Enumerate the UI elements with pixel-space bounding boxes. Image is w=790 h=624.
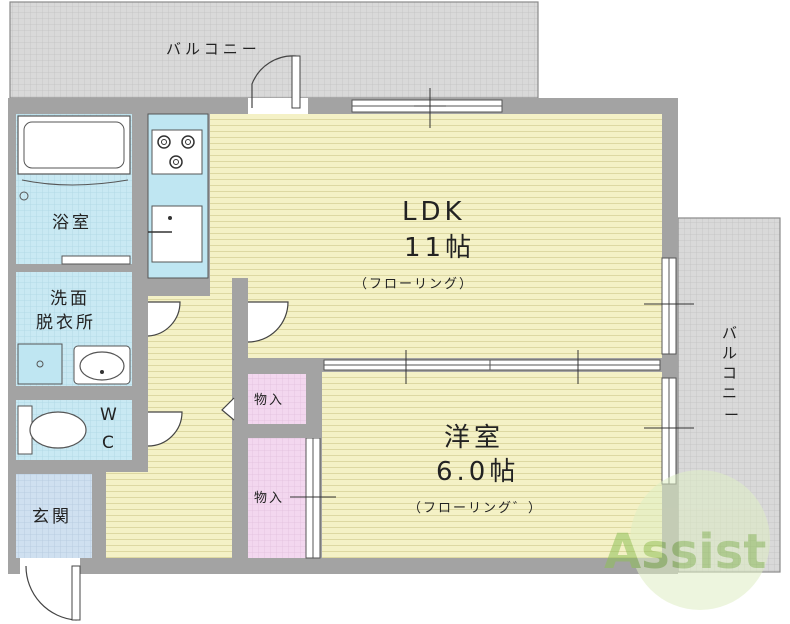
svg-text:Assist: Assist (604, 524, 766, 580)
svg-text:ニ: ニ (722, 384, 741, 402)
western-floor-type: （フローリング゛） (408, 501, 543, 516)
svg-text:バ: バ (722, 324, 741, 342)
bath-door[interactable] (61, 255, 131, 265)
balcony-top (9, 1, 539, 99)
western-name: 洋室 (444, 423, 504, 453)
door-swing-washroom[interactable] (147, 301, 181, 337)
washroom-label-1: 洗面 (50, 289, 90, 309)
washroom-label-2: 脱衣所 (36, 313, 96, 333)
storage-upper-area (248, 374, 306, 424)
wc-label-2: C (102, 433, 117, 453)
storage-upper-label: 物入 (254, 393, 284, 408)
western-floor (322, 372, 662, 558)
toilet-bowl (29, 411, 87, 449)
bath-label: 浴室 (52, 213, 92, 233)
storage-lower-label: 物入 (254, 491, 284, 506)
ldk-size: 11帖 (404, 233, 475, 263)
hallway-floor-lower (106, 472, 150, 558)
balcony-top-label: バルコニー (166, 40, 261, 58)
door-swing-wc[interactable] (147, 411, 183, 447)
svg-text:ー: ー (724, 406, 743, 424)
entrance-label: 玄関 (32, 507, 72, 527)
entrance-area (16, 474, 92, 558)
wc-label-1: W (100, 405, 120, 425)
ldk-name: LDK (402, 197, 466, 227)
svg-text:コ: コ (722, 364, 741, 382)
ldk-floor-type: （フローリング） (354, 277, 474, 292)
door-swing-storage[interactable] (221, 397, 235, 421)
storage-lower-area (248, 438, 306, 558)
western-size: 6.0帖 (436, 457, 519, 487)
entrance-door-swing[interactable] (25, 565, 77, 621)
kitchen-sink (151, 205, 203, 263)
washing-machine (17, 343, 63, 385)
assist-watermark: Assist (604, 470, 770, 610)
door-swing-ldk[interactable] (247, 301, 289, 343)
svg-text:ル: ル (722, 344, 741, 362)
balcony-right-label: バ ル コ ニ ー (722, 324, 743, 424)
